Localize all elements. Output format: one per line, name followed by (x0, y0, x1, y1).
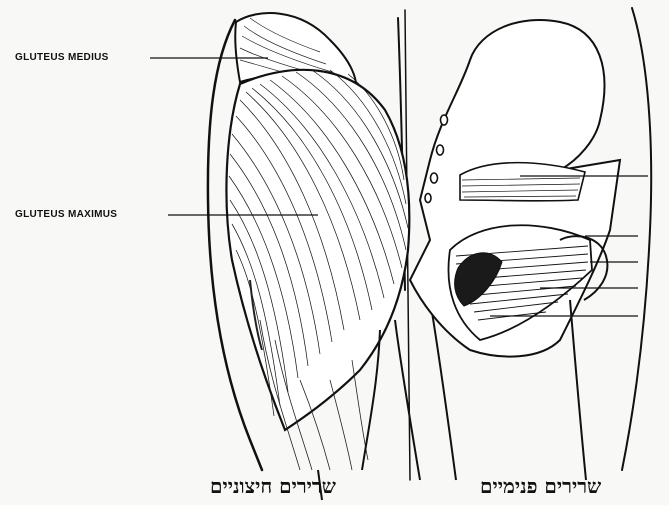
gluteus-medius-label: GLUTEUS MEDIUS (15, 52, 109, 63)
femur-left-outline (395, 320, 420, 480)
piriformis-shape (460, 163, 585, 201)
gluteus-maximus-label: GLUTEUS MAXIMUS (15, 209, 117, 220)
inner-muscles-caption: שרירים פנימיים (480, 474, 601, 499)
gluteus-maximus-shape (226, 70, 409, 430)
body-outline-right (622, 8, 651, 470)
femur-shaft-right (570, 300, 586, 480)
outer-muscles-caption: שרירים חיצוניים (210, 474, 336, 499)
